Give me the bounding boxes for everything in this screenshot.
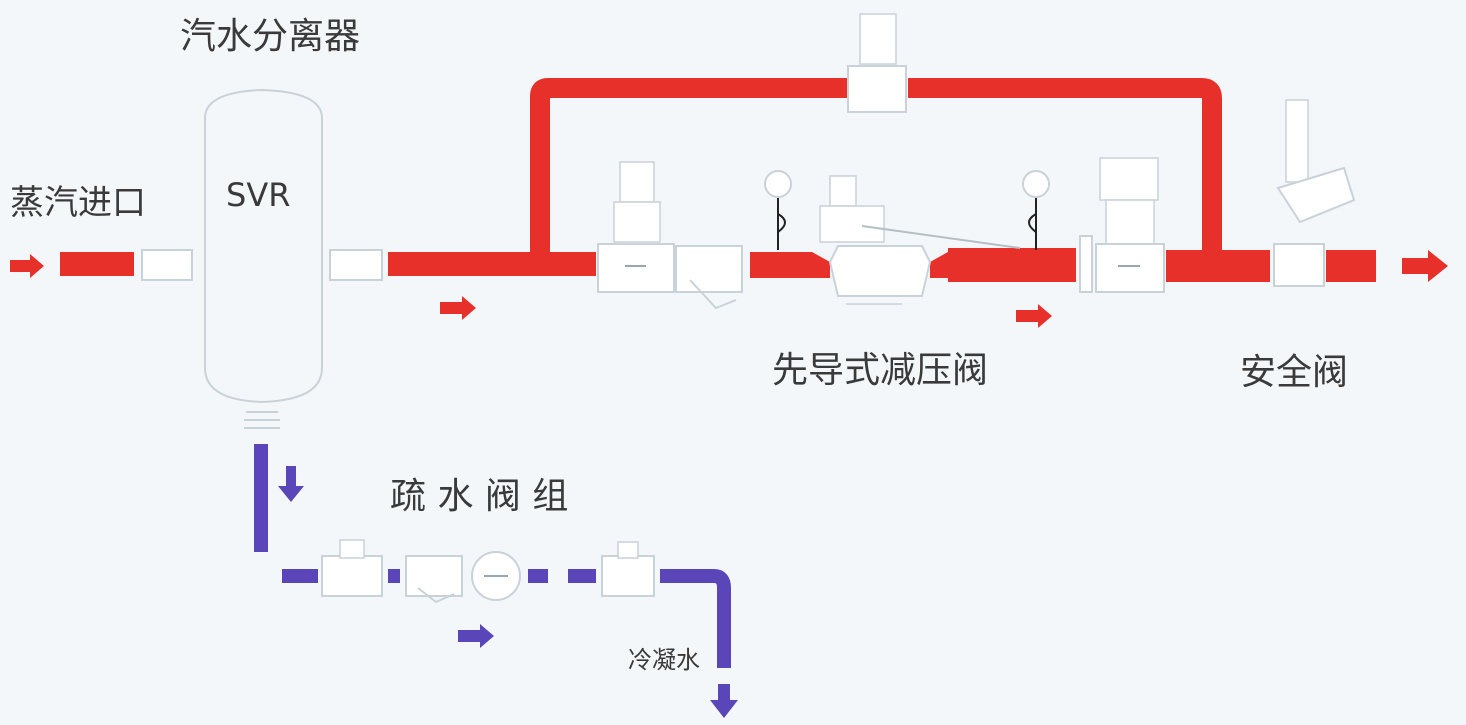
- steam-trap-icon: [471, 551, 521, 601]
- pressure-gauge-icon: [1022, 170, 1050, 250]
- separator-title-label: 汽水分离器: [180, 16, 360, 57]
- trap-group-label: 疏 水 阀 组: [390, 476, 568, 517]
- pressure-gauge-icon: [764, 170, 792, 250]
- arrow-down-icon: [710, 684, 738, 718]
- separator-model-label: SVR: [226, 176, 290, 214]
- strainer-icon: [405, 555, 463, 604]
- drain-pipe-vertical: [254, 444, 268, 552]
- steam-pipework: [60, 78, 1376, 282]
- main-pipe-segment-2: [750, 252, 812, 278]
- check-valve-icon: [601, 541, 655, 597]
- arrow-right-icon: [1016, 304, 1052, 328]
- drain-pipe-segment: [282, 569, 318, 583]
- main-pipe-segment-1: [388, 252, 596, 276]
- globe-valve-icon: [1079, 157, 1165, 293]
- globe-valve-icon: [597, 161, 675, 293]
- separator-drain-flange: [244, 411, 280, 429]
- bypass-pipe-right: [908, 78, 1222, 262]
- arrow-right-icon: [458, 624, 494, 648]
- bypass-pipe-left: [530, 78, 848, 260]
- outlet-pipe: [1326, 250, 1376, 282]
- safety-valve-label: 安全阀: [1240, 352, 1348, 393]
- steam-inlet-label: 蒸汽进口: [10, 183, 146, 223]
- pressure-reducing-valve: [819, 175, 1021, 305]
- condensate-label: 冷凝水: [628, 646, 700, 674]
- safety-valve-icon: [1273, 99, 1356, 287]
- outlet-flange: [329, 249, 383, 281]
- reducer-right: [930, 252, 948, 278]
- globe-valve-icon: [847, 13, 907, 113]
- drain-pipe-segment: [388, 569, 400, 583]
- main-pipe-segment-3: [948, 248, 1076, 282]
- inlet-pipe: [60, 252, 134, 276]
- drain-pipe-segment: [568, 569, 596, 583]
- inlet-flange: [141, 249, 193, 281]
- arrow-right-icon: [440, 296, 476, 320]
- separator-vessel: [204, 88, 323, 404]
- drain-pipe-outlet: [660, 569, 731, 668]
- arrow-right-icon: [1402, 250, 1448, 282]
- main-pipe-segment-4: [1166, 250, 1270, 282]
- arrow-right-icon: [10, 254, 44, 278]
- strainer-icon: [675, 245, 743, 310]
- arrow-down-icon: [278, 466, 304, 502]
- prv-label: 先导式减压阀: [772, 350, 988, 391]
- condensate-pipework: [254, 444, 731, 668]
- reducer-left: [812, 252, 830, 278]
- globe-valve-icon: [321, 539, 383, 597]
- drain-pipe-segment: [528, 569, 548, 583]
